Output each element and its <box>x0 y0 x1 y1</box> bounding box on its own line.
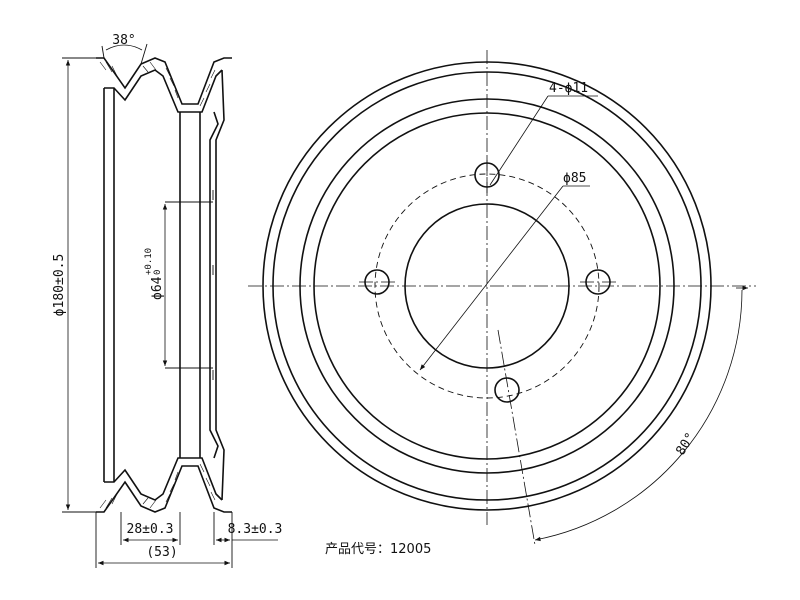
angle-arc <box>105 44 143 51</box>
angle-ext <box>101 45 105 59</box>
pcd-leader <box>419 185 564 371</box>
angle-arc-80 <box>534 289 743 542</box>
disc-profile-outer <box>215 69 225 501</box>
width-label: 28±0.3 <box>127 522 174 537</box>
bore-tol-upper: +0.10 <box>144 248 154 275</box>
total-label: (53) <box>146 545 177 560</box>
diameter-label: ϕ180±0.5 <box>52 254 67 317</box>
angle-label-80: 80° <box>673 430 698 458</box>
bottom-groove-inner <box>104 457 223 501</box>
holes-label: 4-ϕ11 <box>549 81 588 96</box>
front-view: 4-ϕ11 ϕ85 80° <box>248 50 756 546</box>
top-groove-hatch <box>99 61 216 107</box>
offset-label: 8.3±0.3 <box>228 522 283 537</box>
product-code-caption: 产品代号：12005 <box>325 542 432 557</box>
bolt-hole-bottom <box>494 377 520 403</box>
top-groove-outer <box>96 57 232 105</box>
angled-centerline <box>497 329 536 546</box>
pcd-label: ϕ85 <box>563 171 586 186</box>
bottom-groove-hatch <box>99 463 216 509</box>
angle-ext <box>140 43 148 65</box>
disc-profile-inner <box>209 111 219 459</box>
bore-tol-lower: 0 <box>153 270 163 275</box>
bottom-groove-outer <box>96 465 232 513</box>
top-groove-inner <box>104 69 223 113</box>
bore-label: ϕ64 <box>150 276 165 300</box>
side-view: ϕ180±0.5 ϕ64 +0.10 0 38° 28±0.3 8.3±0.3 … <box>52 33 282 568</box>
holes-leader <box>489 95 549 186</box>
angle-label-38: 38° <box>112 33 135 48</box>
